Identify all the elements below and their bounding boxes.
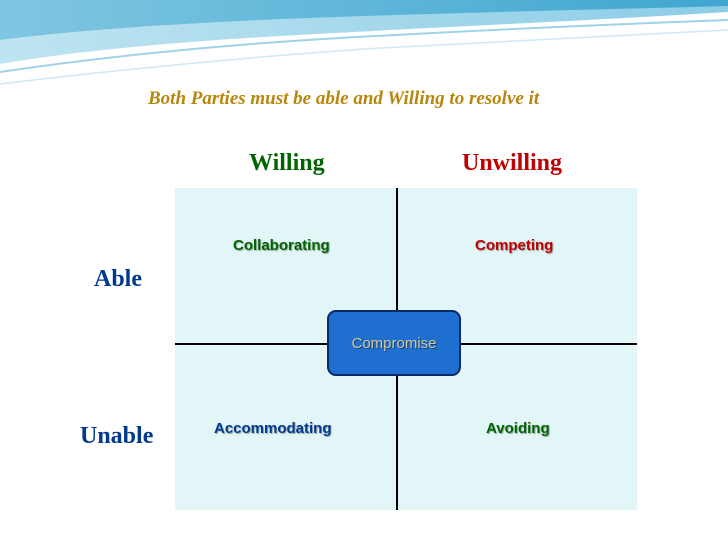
quadrant-avoiding: Avoiding: [486, 420, 550, 437]
header-wave-decoration: [0, 0, 728, 85]
row-label-unable: Unable: [80, 423, 154, 449]
quadrant-collaborating: Collaborating: [233, 237, 330, 254]
quadrant-competing: Competing: [475, 237, 554, 254]
column-label-unwilling: Unwilling: [462, 150, 563, 176]
quadrant-accommodating: Accommodating: [214, 420, 332, 437]
column-label-willing: Willing: [249, 150, 325, 176]
subtitle: Both Parties must be able and Willing to…: [148, 88, 540, 109]
compromise-box: Compromise: [327, 310, 461, 376]
compromise-label: Compromise: [351, 334, 437, 352]
row-label-able: Able: [94, 266, 142, 292]
